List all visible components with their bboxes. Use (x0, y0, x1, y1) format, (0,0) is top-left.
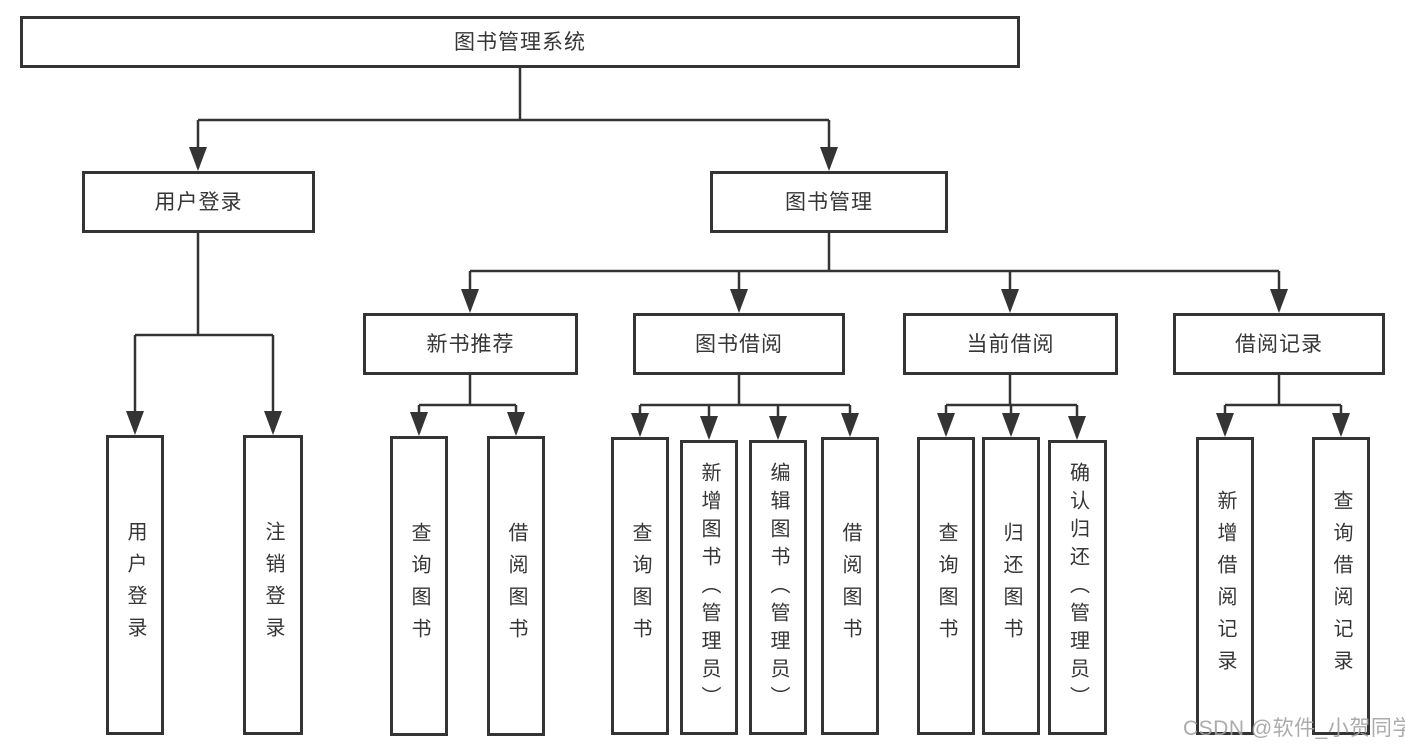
node-new-book-recommend-label: 新书推荐 (426, 332, 515, 356)
node-book-borrow-label: 图书借阅 (695, 332, 783, 356)
leaf-query-books-1: 查询图书 (390, 436, 448, 736)
leaf-query-books-2: 查询图书 (611, 437, 669, 735)
leaf-query-books-1-label: 查询图书 (408, 522, 430, 650)
node-borrow-records: 借阅记录 (1173, 313, 1385, 375)
node-root: 图书管理系统 (20, 16, 1020, 68)
node-current-borrow-label: 当前借阅 (966, 332, 1055, 356)
leaf-add-book-admin-label: 新增图书（管理员） (698, 461, 720, 714)
node-borrow-records-label: 借阅记录 (1235, 332, 1323, 356)
node-user-login: 用户登录 (82, 171, 315, 233)
node-root-label: 图书管理系统 (454, 30, 586, 54)
node-book-borrow: 图书借阅 (633, 313, 845, 375)
leaf-add-borrow-record: 新增借阅记录 (1196, 437, 1254, 735)
leaf-borrow-books-1: 借阅图书 (487, 436, 545, 736)
node-book-mgmt-label: 图书管理 (785, 190, 873, 214)
leaf-edit-book-admin: 编辑图书（管理员） (749, 440, 807, 735)
leaf-confirm-return-admin: 确认归还（管理员） (1048, 440, 1107, 735)
leaf-query-books-2-label: 查询图书 (629, 522, 651, 650)
leaf-confirm-return-admin-label: 确认归还（管理员） (1066, 461, 1089, 714)
leaf-borrow-books-2-label: 借阅图书 (839, 522, 861, 650)
leaf-borrow-books-2: 借阅图书 (821, 437, 879, 735)
leaf-query-books-3: 查询图书 (917, 437, 975, 735)
leaf-user-login: 用户登录 (106, 435, 164, 735)
leaf-add-borrow-record-label: 新增借阅记录 (1214, 490, 1236, 682)
node-user-login-label: 用户登录 (154, 190, 243, 214)
leaf-add-book-admin: 新增图书（管理员） (680, 440, 738, 735)
leaf-query-books-3-label: 查询图书 (935, 522, 957, 650)
node-new-book-recommend: 新书推荐 (363, 313, 578, 375)
leaf-logout-label: 注销登录 (262, 521, 284, 649)
leaf-borrow-books-1-label: 借阅图书 (505, 522, 527, 650)
leaf-return-book: 归还图书 (982, 437, 1040, 735)
leaf-logout: 注销登录 (243, 435, 303, 735)
node-current-borrow: 当前借阅 (903, 313, 1118, 375)
csdn-watermark: CSDN @软件_小贺同学 (1183, 717, 1405, 740)
leaf-edit-book-admin-label: 编辑图书（管理员） (767, 461, 789, 714)
leaf-return-book-label: 归还图书 (1000, 522, 1022, 650)
leaf-query-borrow-record-label: 查询借阅记录 (1330, 490, 1352, 682)
leaf-user-login-label: 用户登录 (124, 521, 146, 649)
node-book-mgmt: 图书管理 (710, 171, 948, 233)
leaf-query-borrow-record: 查询借阅记录 (1312, 437, 1370, 735)
